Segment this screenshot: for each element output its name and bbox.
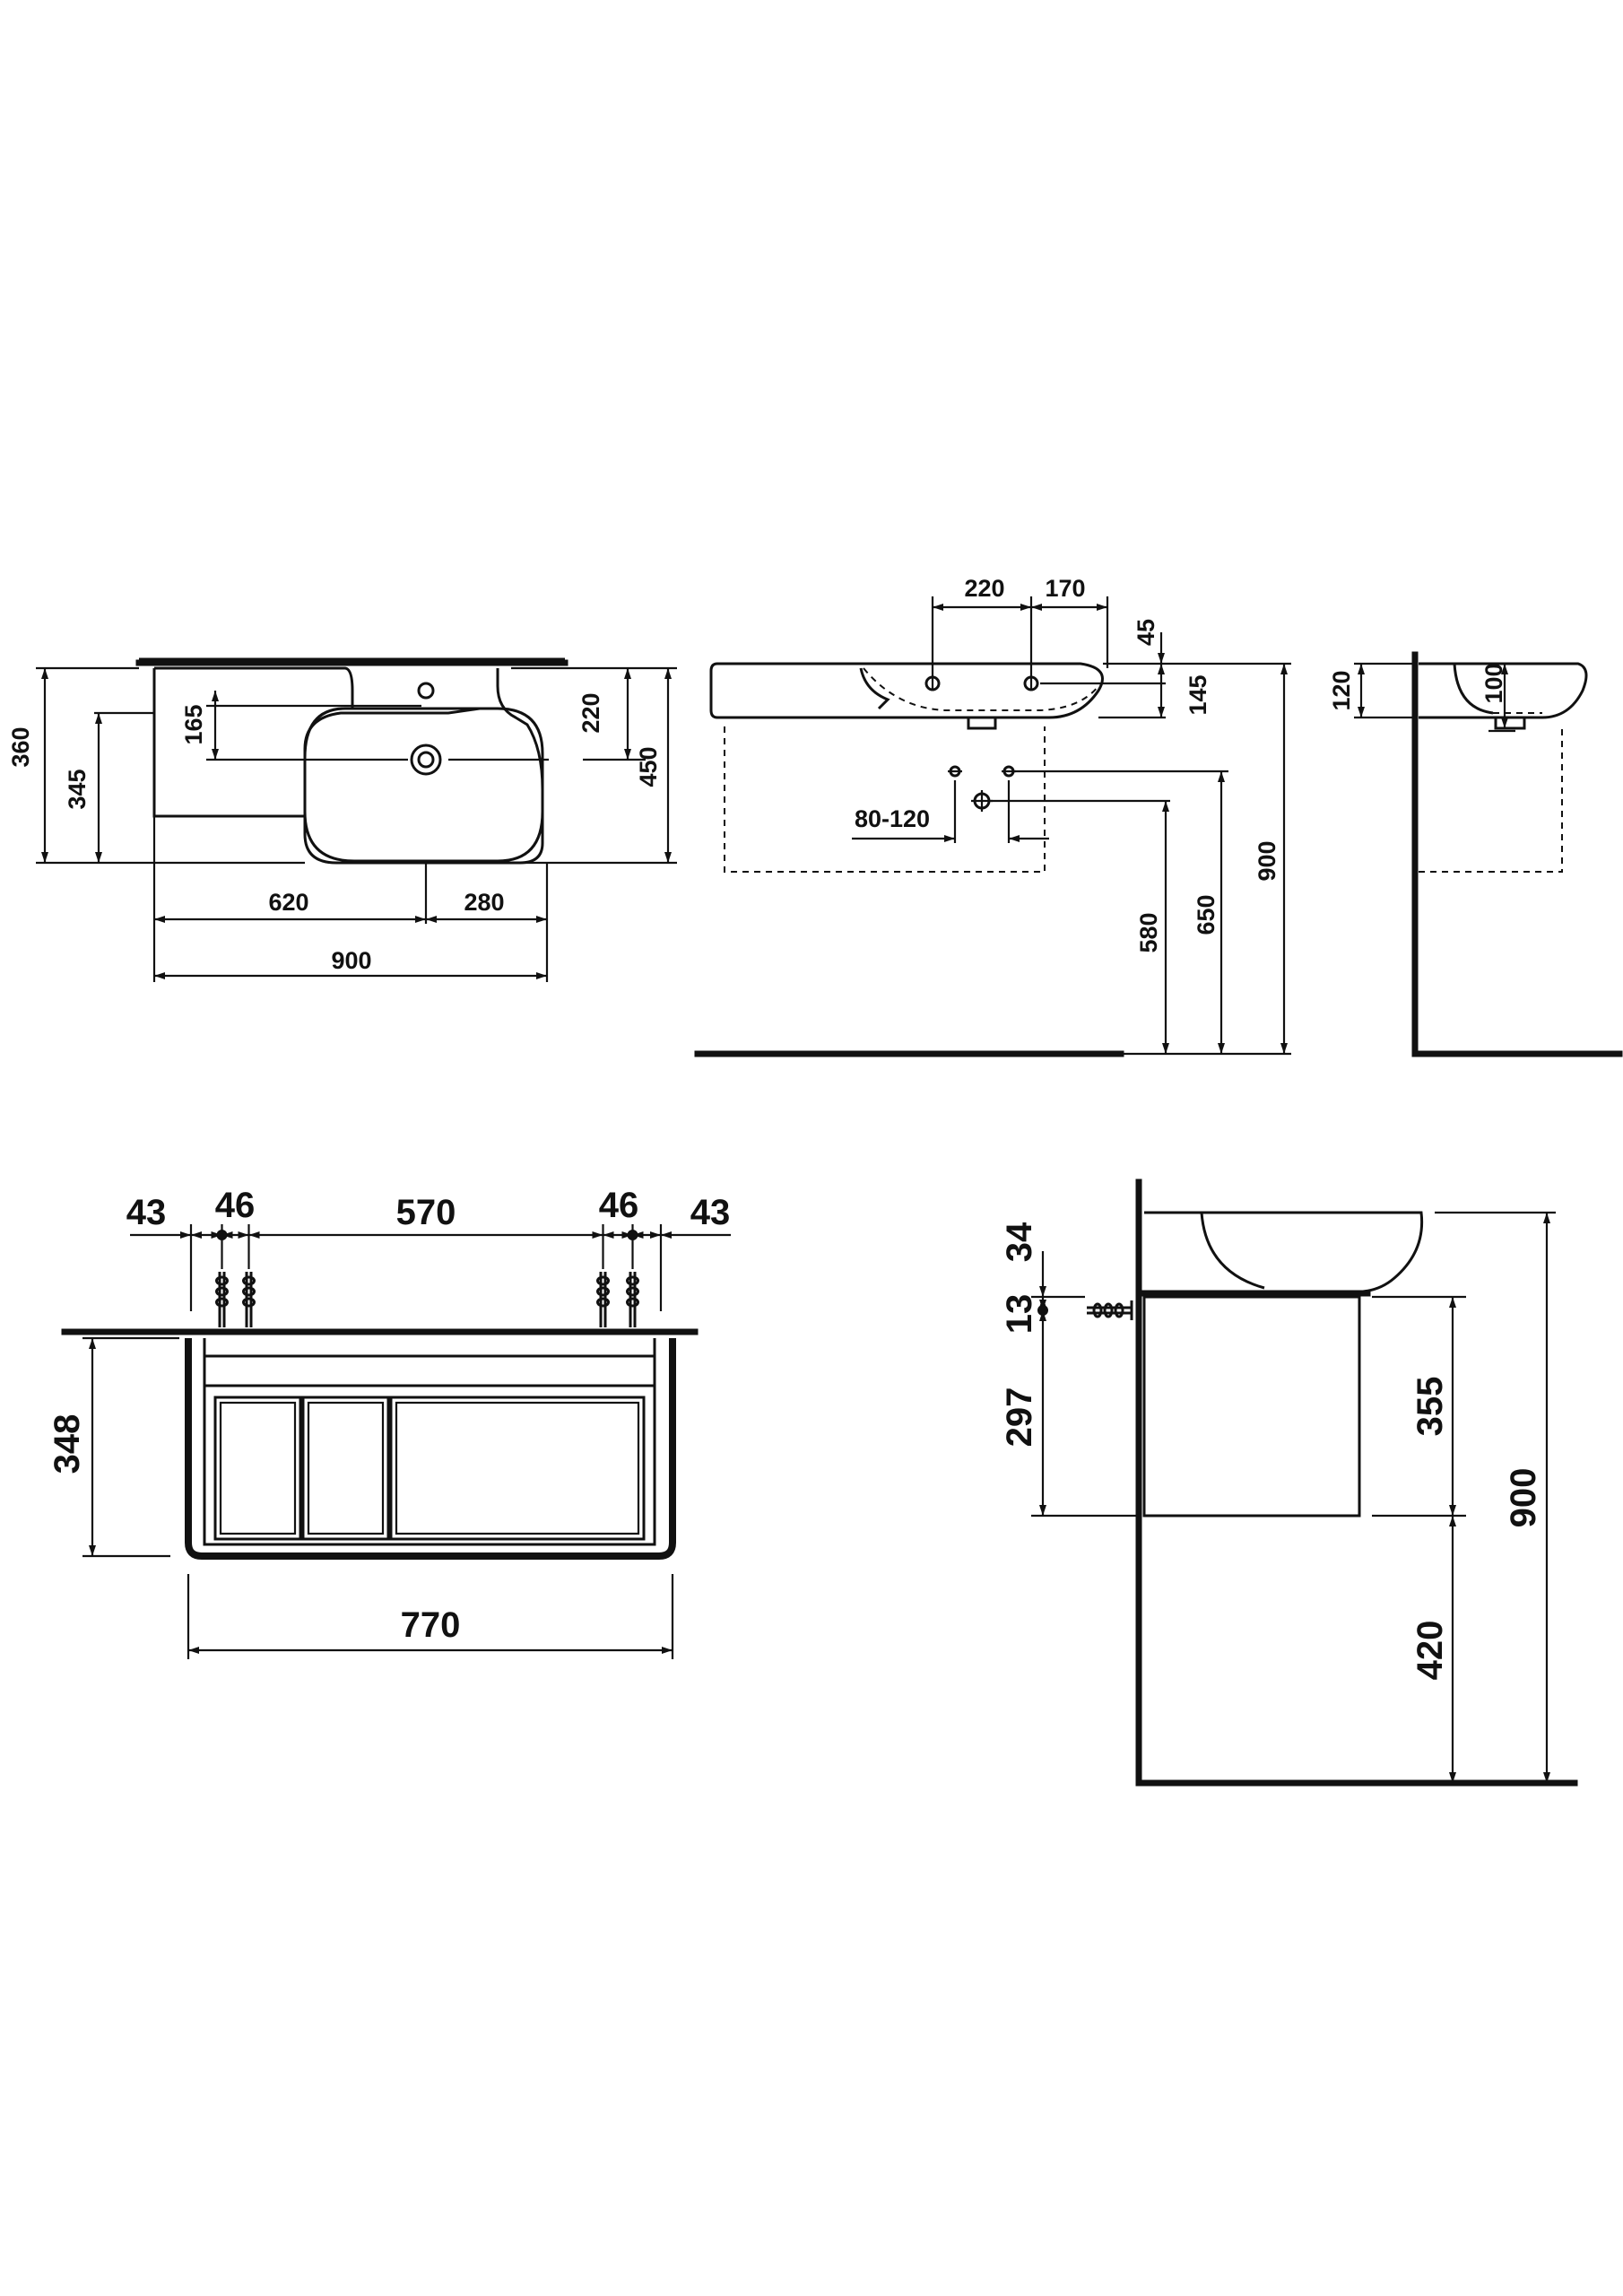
- dim-170: 170: [1045, 575, 1085, 602]
- dim-220-front: 220: [964, 575, 1004, 602]
- dim-650: 650: [1193, 894, 1219, 935]
- dim-580: 580: [1135, 912, 1162, 952]
- dim-280: 280: [464, 889, 504, 916]
- dim-900-side: 900: [1504, 1468, 1543, 1528]
- basin-side-view: 120 100: [1328, 651, 1623, 1057]
- basin-side-profile: [1144, 1211, 1424, 1293]
- wall-floor-line: [1135, 1178, 1578, 1787]
- wall-anchor-right-1: [596, 1272, 610, 1327]
- dim-165: 165: [180, 704, 207, 744]
- tap-hole: [417, 682, 435, 700]
- drawer-1: [213, 1396, 302, 1541]
- dim-145: 145: [1185, 674, 1211, 715]
- dim-900-top: 900: [331, 947, 371, 974]
- dim-355: 355: [1410, 1377, 1450, 1437]
- cabinet-side-body: [1142, 1295, 1361, 1518]
- cabinet-side-view: 34 13 297 355 420 900: [1000, 1178, 1578, 1787]
- dim-450: 450: [635, 746, 662, 787]
- drawer-3: [389, 1396, 646, 1541]
- dim-13: 13: [1000, 1294, 1039, 1335]
- wall-anchor-left-2: [242, 1272, 256, 1327]
- top-view-outline: [139, 657, 565, 865]
- wall-anchor-left-1: [215, 1272, 229, 1327]
- dim-80-120: 80-120: [855, 805, 930, 832]
- dim-46-right: 46: [599, 1186, 639, 1225]
- basin-front-outline: [709, 662, 1104, 719]
- wall-anchor-right-2: [626, 1272, 639, 1327]
- basin-side-outline: [1419, 662, 1588, 719]
- drain-inner: [417, 751, 435, 769]
- dim-120: 120: [1328, 670, 1355, 710]
- basin-side-bowl: [1453, 663, 1494, 715]
- drain-outer: [410, 744, 442, 776]
- top-view: 360 345 165 220 450 620 280 900: [7, 657, 677, 982]
- dim-900-front: 900: [1254, 840, 1280, 881]
- dim-46-left: 46: [215, 1186, 256, 1225]
- basin-front-view: 220 170 45 145 80-120 580 650 900: [694, 575, 1291, 1057]
- dim-620: 620: [268, 889, 308, 916]
- dim-100: 100: [1480, 663, 1507, 703]
- drawer-2: [301, 1396, 390, 1541]
- dim-420: 420: [1410, 1621, 1450, 1681]
- cabinet-hidden-outline: [724, 726, 1046, 873]
- dim-34: 34: [1000, 1222, 1039, 1262]
- cabinet-front-view: 43 46 570 46 43 348 770: [48, 1186, 731, 1659]
- dim-360: 360: [7, 726, 34, 767]
- cabinet-side-hidden: [1419, 726, 1563, 873]
- dim-770: 770: [401, 1605, 461, 1645]
- cabinet-body: [185, 1338, 676, 1560]
- top-view-basin: [303, 707, 544, 863]
- dim-220-top: 220: [577, 692, 604, 733]
- dim-43-left: 43: [126, 1193, 167, 1232]
- dim-345: 345: [64, 769, 91, 809]
- dim-43-right: 43: [690, 1193, 731, 1232]
- dim-348: 348: [48, 1414, 87, 1474]
- dim-570: 570: [396, 1193, 456, 1232]
- dim-45: 45: [1133, 619, 1159, 646]
- dim-297: 297: [1000, 1387, 1039, 1448]
- basin-front-drain: [967, 718, 997, 730]
- wall-line-side: [1411, 651, 1623, 1057]
- basin-front-bowl: [863, 667, 1099, 711]
- wall-anchor-side: [1087, 1300, 1133, 1320]
